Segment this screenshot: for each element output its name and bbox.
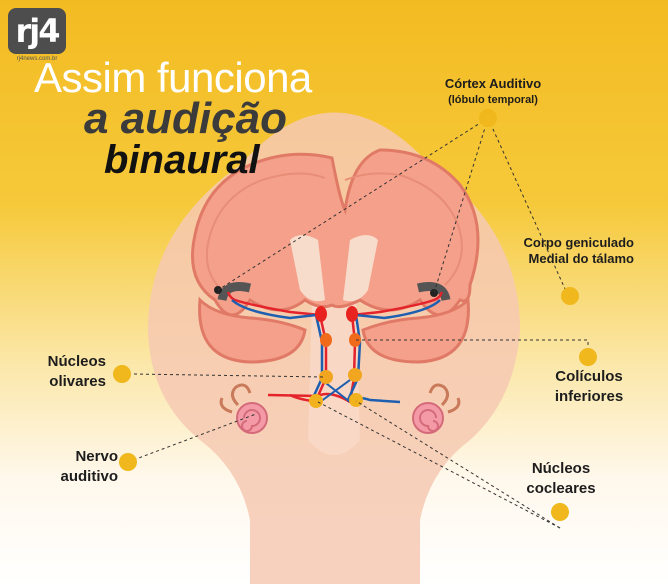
marker-olivary — [113, 365, 131, 383]
label-nerve: Nervo auditivo — [40, 447, 118, 487]
label-cochlear-line-1: Núcleos — [531, 460, 591, 477]
rj4-logo: rj4 rj4news.com.br — [8, 8, 66, 66]
ventricle-left — [290, 235, 325, 302]
label-olivary-line-1: Núcleos — [47, 353, 106, 370]
cochlear-nucleus-left — [309, 394, 323, 408]
logo-text: rj4 — [15, 12, 60, 50]
marker-nerve — [119, 453, 137, 471]
pathway-red-left — [226, 291, 328, 404]
ventricle-right — [343, 235, 378, 302]
temporal-lobe-right — [361, 296, 470, 364]
label-cochlear-line-2: cocleares — [526, 480, 596, 497]
geniculate-nucleus-right — [346, 306, 358, 322]
logo-subtext: rj4news.com.br — [16, 56, 58, 62]
marker-cortex — [479, 109, 497, 127]
label-cortex: Córtex Auditivo (lóbulo temporal) — [430, 76, 556, 108]
label-geniculate: Corpo geniculado Medial do tálamo — [500, 235, 635, 267]
colliculus-right — [349, 333, 361, 347]
marker-cochlear — [551, 503, 569, 521]
brain-inner — [206, 172, 463, 291]
label-colliculi: Colículos inferiores — [546, 367, 632, 407]
auditory-cortex-point-right — [430, 289, 438, 297]
title-line-2: a audição — [84, 94, 287, 143]
olivary-nucleus-left — [319, 370, 333, 384]
marker-colliculi — [579, 348, 597, 366]
label-olivary: Núcleos olivares — [26, 352, 106, 392]
colliculus-left — [320, 333, 332, 347]
auditory-cortex-right — [416, 282, 451, 302]
label-olivary-line-2: olivares — [49, 373, 106, 390]
label-colliculi-line-2: inferiores — [554, 388, 624, 405]
label-geniculate-line-2: Medial do tálamo — [528, 251, 634, 266]
label-cochlear: Núcleos cocleares — [516, 459, 606, 499]
label-cortex-subtitle: (lóbulo temporal) — [448, 94, 538, 106]
label-cortex-title: Córtex Auditivo — [444, 76, 542, 91]
label-nerve-line-1: Nervo — [75, 448, 118, 465]
cochlea-right — [412, 383, 461, 434]
temporal-lobe-left — [198, 296, 307, 364]
title-line-1: Assim funciona — [34, 54, 312, 101]
marker-geniculate — [561, 287, 579, 305]
label-geniculate-line-1: Corpo geniculado — [523, 235, 635, 250]
leader-lines — [127, 117, 589, 529]
olivary-nucleus-right — [348, 368, 362, 382]
pathway-blue-left — [231, 299, 324, 401]
cochlear-nucleus-right — [349, 393, 363, 407]
cochlea-left — [219, 383, 268, 434]
geniculate-nucleus-left — [315, 306, 327, 322]
title-line-3: binaural — [104, 138, 260, 182]
auditory-cortex-left — [217, 282, 252, 302]
logo-badge — [8, 8, 66, 54]
label-nerve-line-2: auditivo — [60, 468, 118, 485]
label-colliculi-line-1: Colículos — [555, 368, 623, 385]
